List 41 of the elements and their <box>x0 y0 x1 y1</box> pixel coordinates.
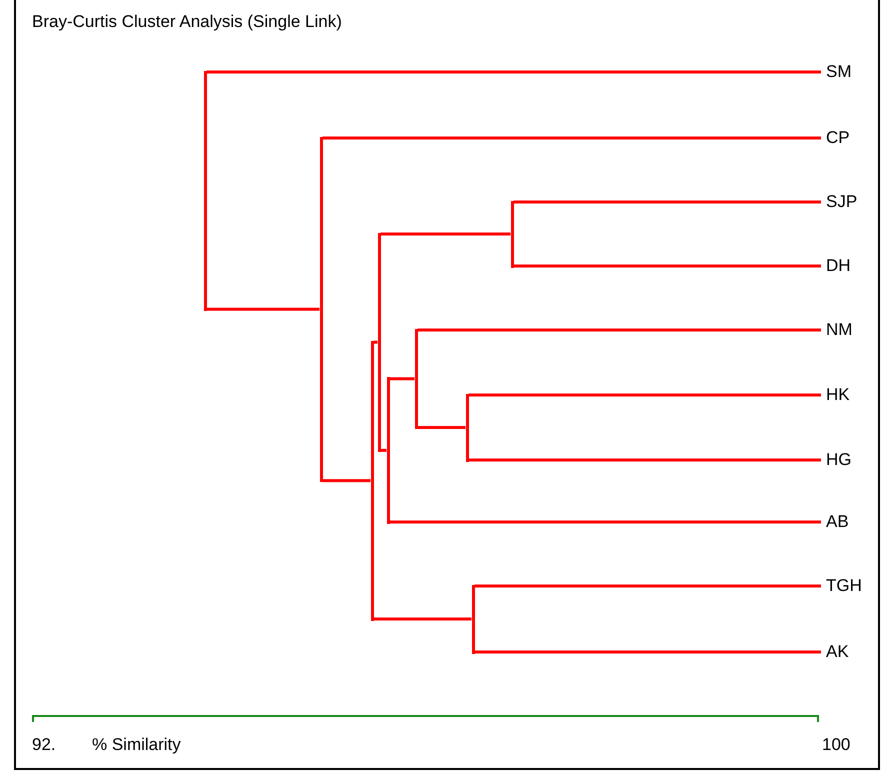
branch-line <box>468 394 821 396</box>
leaf-label: AB <box>821 512 849 532</box>
branch-line <box>468 458 821 462</box>
branch-line <box>322 479 370 482</box>
branch-bar <box>386 377 390 524</box>
leaf-label: CP <box>821 128 850 148</box>
branch-line <box>514 200 821 204</box>
axis-label: 92. <box>32 735 56 755</box>
chart-title: Bray-Curtis Cluster Analysis (Single Link) <box>32 12 342 32</box>
branch-bar <box>510 200 514 268</box>
branch-bar <box>466 394 468 462</box>
branch-line <box>322 136 821 140</box>
leaf-label: NM <box>821 320 852 340</box>
branch-bar <box>320 136 322 482</box>
branch-line <box>474 650 821 654</box>
branch-bar <box>414 328 418 429</box>
branch-line <box>380 448 386 452</box>
axis-label: % Similarity <box>92 735 181 755</box>
leaf-label: DH <box>821 256 851 276</box>
branch-line <box>380 232 510 236</box>
branch-bar <box>370 340 374 620</box>
leaf-label: HK <box>821 385 850 405</box>
branch-line <box>374 618 472 620</box>
branch-bar <box>472 584 474 654</box>
branch-line <box>206 308 320 311</box>
branch-line <box>374 340 378 344</box>
branch-bar <box>204 70 206 311</box>
leaf-label: AK <box>821 642 849 662</box>
leaf-label: TGH <box>821 576 862 596</box>
branch-line <box>418 426 466 429</box>
axis-label: 100 <box>822 735 850 755</box>
branch-line <box>206 70 821 74</box>
leaf-label: HG <box>821 450 852 470</box>
branch-line <box>390 377 414 380</box>
leaf-label: SM <box>821 62 852 82</box>
branch-line <box>418 328 821 332</box>
branch-line <box>514 264 821 268</box>
branch-line <box>390 520 821 524</box>
leaf-label: SJP <box>821 192 858 212</box>
branch-bar <box>378 232 380 452</box>
branch-line <box>474 584 821 588</box>
